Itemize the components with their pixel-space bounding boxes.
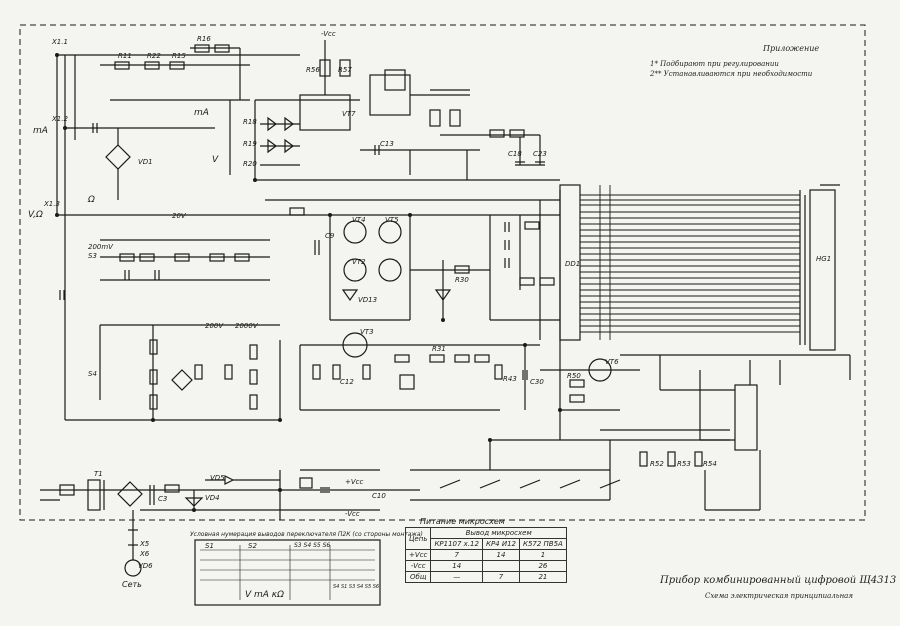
label-vd4: VD4 xyxy=(205,494,220,502)
label-r11: R11 xyxy=(118,52,132,60)
table-cell: 14 xyxy=(481,549,520,561)
label-vt6: VT6 xyxy=(605,358,619,366)
power-table-title: Питание микросхем xyxy=(420,517,505,526)
network-plug-label: Сеть xyxy=(122,580,142,589)
table-cell: -Vcc xyxy=(404,560,432,572)
label-omega: Ω xyxy=(88,195,95,205)
socket-x3: Х1.3 xyxy=(44,200,60,208)
label-c12: C12 xyxy=(340,378,354,386)
label-vd5: VD5 xyxy=(210,474,225,482)
label-c9: C9 xyxy=(325,232,335,240)
socket-v-omega: V,Ω xyxy=(28,210,43,220)
label-x6: X6 xyxy=(140,550,150,558)
table-cell: Общ xyxy=(404,571,432,583)
power-table-sub-3: К572 ПВ5А xyxy=(518,538,567,550)
label-v: V xyxy=(212,155,219,165)
label-vd1: VD1 xyxy=(138,158,153,166)
label-r22: R22 xyxy=(147,52,161,60)
table-cell: 14 xyxy=(430,560,483,572)
power-table-header-circuit: Цепь xyxy=(404,527,432,550)
label-r50: R50 xyxy=(567,372,581,380)
label-k200mv: 200mV xyxy=(88,243,113,251)
power-table: Цепь Вывод микросхем КР1107 х.12 КР4 И12… xyxy=(404,527,567,583)
note-2: 2** Устанавливаются при необходимости xyxy=(650,70,813,78)
power-table-header-pins: Вывод микросхем xyxy=(430,527,567,539)
table-cell: — xyxy=(430,571,483,583)
table-cell: 21 xyxy=(518,571,567,583)
vcc-minus: -Vcc xyxy=(345,510,360,518)
label-vt5: VT5 xyxy=(385,216,399,224)
table-row: -Vcc 14 26 xyxy=(404,560,567,572)
socket-x2: Х1.2 xyxy=(52,115,68,123)
table-cell: 7 xyxy=(430,549,483,561)
table-cell: +Vcc xyxy=(404,549,432,561)
diagram-title: Прибор комбинированный цифровой Щ4313 xyxy=(660,575,897,586)
vcc-plus: +Vcc xyxy=(345,478,364,486)
label-c23: C23 xyxy=(533,150,547,158)
label-r16: R16 xyxy=(197,35,211,43)
label-s4: S4 xyxy=(88,370,97,378)
label-vt4: VT4 xyxy=(352,216,366,224)
label-c13: C13 xyxy=(380,140,394,148)
socket-ma: mA xyxy=(33,126,48,136)
table-cell: 7 xyxy=(481,571,520,583)
switch-col-s4: S4 S1 S3 S4 S5 S6 xyxy=(333,584,380,590)
switch-table-title: Условная нумерация выводов переключателя… xyxy=(190,531,423,538)
label-c30: C30 xyxy=(530,378,544,386)
notes-heading: Приложение xyxy=(763,44,820,53)
label-r15: R15 xyxy=(172,52,186,60)
label-r57: R57 xyxy=(338,66,352,74)
label-r56: R56 xyxy=(306,66,320,74)
power-table-sub-1: КР1107 х.12 xyxy=(430,538,483,550)
label-vt7: VT7 xyxy=(342,110,356,118)
switch-foot: V mA κΩ xyxy=(245,590,284,600)
table-cell: 26 xyxy=(518,560,567,572)
label-c18: C18 xyxy=(508,150,522,158)
label-r20: R20 xyxy=(243,160,257,168)
label-k20v: 20V xyxy=(172,212,186,220)
label-r54: R54 xyxy=(703,460,717,468)
label-c10: C10 xyxy=(372,492,386,500)
label-r43: R43 xyxy=(503,375,517,383)
label-k2000v: 2000V xyxy=(235,322,258,330)
label-vt2: VT2 xyxy=(352,258,366,266)
switch-col-s2: S2 xyxy=(248,542,257,550)
label-r53: R53 xyxy=(677,460,691,468)
table-cell: 1 xyxy=(518,549,567,561)
diagram-subtitle: Схема электрическая принципиальная xyxy=(705,592,853,600)
label-r18: R18 xyxy=(243,118,257,126)
label-r19: R19 xyxy=(243,140,257,148)
label-ma-switch: mA xyxy=(194,108,209,118)
socket-x1: Х1.1 xyxy=(52,38,68,46)
label-hg1: HG1 xyxy=(816,255,832,263)
switch-col-s3: S3 S4 S5 S6 xyxy=(294,542,331,549)
label-t1: T1 xyxy=(94,470,103,478)
label-dd1: DD1 xyxy=(565,260,581,268)
table-cell xyxy=(481,560,520,572)
label-r52: R52 xyxy=(650,460,664,468)
vcc-top: -Vcc xyxy=(321,30,336,38)
note-1: 1* Подбирают при регулировании xyxy=(650,60,779,68)
label-vt3: VT3 xyxy=(360,328,374,336)
table-row: +Vcc 7 14 1 xyxy=(404,549,567,561)
label-s3: S3 xyxy=(88,252,97,260)
border-dashed xyxy=(19,24,866,521)
label-c3: C3 xyxy=(158,495,168,503)
label-vd6: VD6 xyxy=(138,562,153,570)
label-vd13: VD13 xyxy=(358,296,378,304)
label-r30: R30 xyxy=(455,276,469,284)
label-r31: R31 xyxy=(432,345,446,353)
label-x5: X5 xyxy=(140,540,150,548)
switch-col-s1: S1 xyxy=(205,542,214,550)
table-row: Общ — 7 21 xyxy=(404,571,567,583)
power-table-sub-2: КР4 И12 xyxy=(481,538,520,550)
label-k200v: 200V xyxy=(205,322,224,330)
